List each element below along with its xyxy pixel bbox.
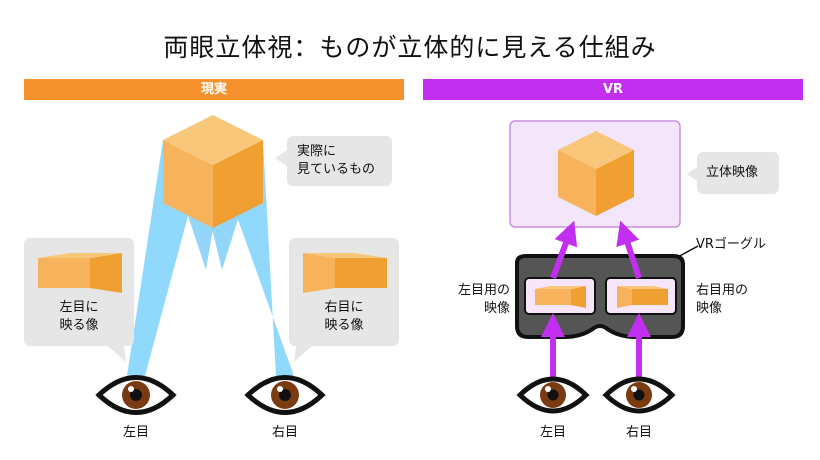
right-image-label: 右目用の 映像 — [696, 283, 749, 316]
vr-right-eye-label: 右目 — [625, 425, 652, 440]
object-label: 実際に 見ているもの — [297, 144, 376, 177]
page-title: 両眼立体視：ものが立体的に見える仕組み — [163, 33, 657, 62]
right-eye-image-cube — [617, 286, 668, 308]
vr-left-eye-label: 左目 — [539, 425, 566, 440]
right-eye-view-label: 右目に 映る像 — [324, 300, 364, 333]
real-object-cube — [163, 115, 263, 228]
left-image-label: 左目用の 映像 — [457, 283, 510, 316]
virtual-image-callout-bubble — [687, 152, 779, 194]
right-eye-icon — [244, 375, 326, 415]
section-header-vr: VR — [423, 79, 803, 100]
vr-right-eye-icon — [602, 376, 676, 414]
virtual-image-label: 立体映像 — [706, 165, 759, 180]
right-eye-label: 右目 — [271, 425, 298, 440]
virtual-3d-screen — [509, 120, 681, 228]
section-header-reality: 現実 — [24, 79, 404, 100]
right-eye-view-bubble — [289, 238, 399, 362]
left-eye-view-label: 左目に 映る像 — [59, 300, 99, 333]
left-eye-view-bubble — [24, 238, 134, 362]
object-callout-bubble — [275, 136, 392, 186]
goggles-label-leader — [675, 245, 699, 259]
left-eye-icon — [95, 375, 177, 415]
arrows — [541, 220, 651, 378]
goggles-label: VRゴーグル — [696, 237, 766, 252]
left-eye-image-cube — [535, 286, 586, 308]
left-eye-label: 左目 — [122, 425, 149, 440]
vr-left-eye-icon — [516, 376, 590, 414]
